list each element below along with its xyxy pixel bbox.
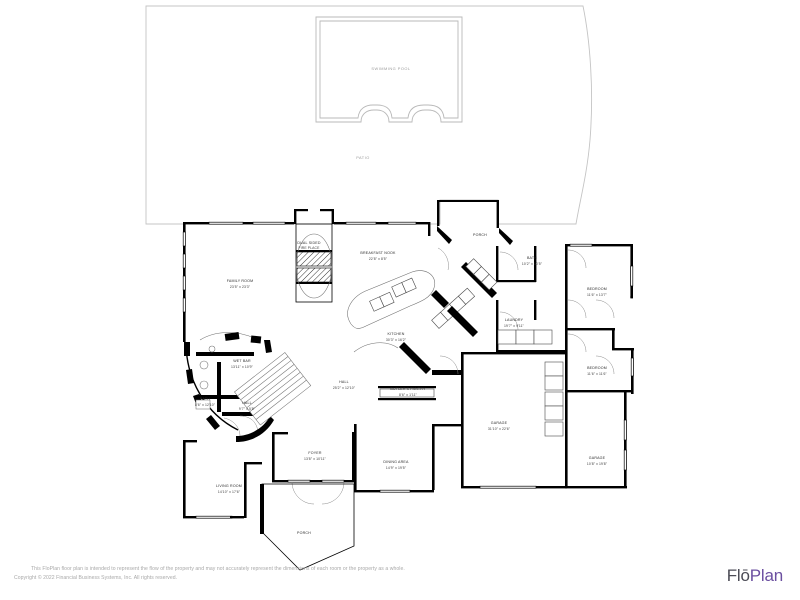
room-dim-bedroom-upper: 11'6" x 13'7" [587,293,608,297]
footer: This FloPlan floor plan is intended to r… [0,564,800,600]
room-dim-dual-sided-fire: FIRE PLACE [299,246,321,250]
disclaimer-text: This FloPlan floor plan is intended to r… [31,566,405,572]
room-label-bath-upper: BATH [527,256,537,260]
swimming-pool-outline [315,16,463,123]
floplan-logo: FlōPlan [727,566,783,586]
room-label-garage-main: GARAGE [491,421,508,425]
room-label-kitchen: KITCHEN [387,332,404,336]
porch-bottom-structure [260,483,355,571]
logo-flo-text: Flō [726,566,750,585]
room-label-dual-sided-fire: DUAL SIDED [297,241,320,245]
room-label-laundry: LAUNDRY [505,318,524,322]
room-label-butlers-pantry: BUTLER'S PANTRY [390,387,426,391]
room-label-bedroom-lower: BEDROOM [587,366,607,370]
kitchen-geometry [347,258,498,375]
room-dim-bath-upper: 10'2" x 10'5" [522,262,543,266]
door-swings [291,247,615,505]
room-label-hall-main: HALL [339,380,349,384]
room-dim-hall-small: 9'7" x 5'8" [239,407,256,411]
room-dim-foyer: 13'8" x 10'11" [304,457,327,461]
room-label-hall-small: HALL [242,401,252,405]
interior-walls [295,223,566,437]
room-label-foyer: FOYER [308,451,322,455]
room-dim-bath-lower: 8'6" x 12'10" [195,403,216,407]
patio-outline [145,5,593,225]
room-dim-breakfast-nook: 22'8" x 8'5" [369,257,388,261]
exterior-walls [182,209,634,519]
room-dim-garage-small: 10'8" x 19'8" [587,462,608,466]
room-label-wet-bar: WET BAR [233,359,251,363]
room-label-bath-lower: BATH [200,397,210,401]
room-dim-kitchen: 30'3" x 16'2" [386,338,407,342]
room-dim-living-room: 14'10" x 17'6" [218,490,241,494]
pool-label: SWIMMING POOL [371,66,410,71]
room-label-garage-small: GARAGE [589,456,606,460]
room-label-dining-area: DINING AREA [383,460,409,464]
room-dim-butlers-pantry: 8'6" x 1'11" [399,393,418,397]
room-dim-hall-main: 25'2" x 12'10" [333,386,356,390]
room-dim-bedroom-lower: 11'6" x 11'6" [587,372,607,376]
room-dim-dining-area: 14'9" x 19'5" [386,466,407,470]
room-label-bedroom-upper: BEDROOM [587,287,607,291]
logo-plan-text: Plan [749,566,783,585]
room-dim-laundry: 19'7" x 9'11" [504,324,525,328]
room-label-porch-bottom: PORCH [297,531,311,535]
patio-label: PATIO [356,155,370,160]
porch-top-structure [437,200,513,245]
room-label-family-room: FAMILY ROOM [227,279,254,283]
staircase [234,352,312,426]
room-label-breakfast-nook: BREAKFAST NOOK [360,251,396,255]
room-dim-wet-bar: 13'11" x 10'9" [231,365,254,369]
wet-bar-geometry [184,332,274,442]
room-labels: FAMILY ROOM 23'5" x 23'3" DUAL SIDED FIR… [195,241,608,535]
room-dim-family-room: 23'5" x 23'3" [230,285,251,289]
copyright-text: Copyright © 2022 Financial Business Syst… [14,575,178,581]
room-dim-garage-main: 31'10" x 22'6" [488,427,511,431]
room-label-living-room: LIVING ROOM [216,484,242,488]
porch-top-label: PORCH [473,233,487,237]
